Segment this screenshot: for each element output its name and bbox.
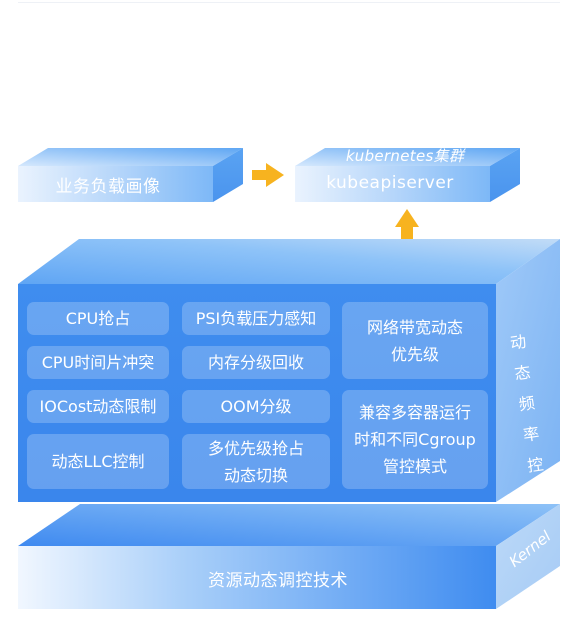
cpu-preempt-cell: CPU抢占 — [27, 302, 169, 335]
kubeapiserver-label: kubeapiserver — [326, 173, 454, 193]
priority-preempt-cell: 多优先级抢占 动态切换 — [182, 434, 330, 489]
right-arrow-icon — [252, 163, 284, 187]
oom-cell: OOM分级 — [182, 390, 330, 423]
top-divider — [18, 2, 560, 3]
control-cube — [18, 239, 560, 502]
kernel-main-label: 资源动态调控技术 — [208, 571, 348, 591]
k8s-box — [295, 148, 520, 202]
kernel-box — [18, 504, 560, 609]
network-bandwidth-cell: 网络带宽动态 优先级 — [342, 302, 488, 379]
portrait-box-label: 业务负载画像 — [55, 177, 161, 197]
multi-runtime-cell: 兼容多容器运行 时和不同Cgroup 管控模式 — [342, 390, 488, 489]
memory-reclaim-cell: 内存分级回收 — [182, 346, 330, 379]
llc-control-cell: 动态LLC控制 — [27, 434, 169, 489]
iocost-cell: IOCost动态限制 — [27, 390, 169, 423]
k8s-cluster-title: kubernetes集群 — [345, 147, 465, 165]
portrait-box — [18, 148, 243, 202]
cpu-timeslice-cell: CPU时间片冲突 — [27, 346, 169, 379]
psi-cell: PSI负载压力感知 — [182, 302, 330, 335]
